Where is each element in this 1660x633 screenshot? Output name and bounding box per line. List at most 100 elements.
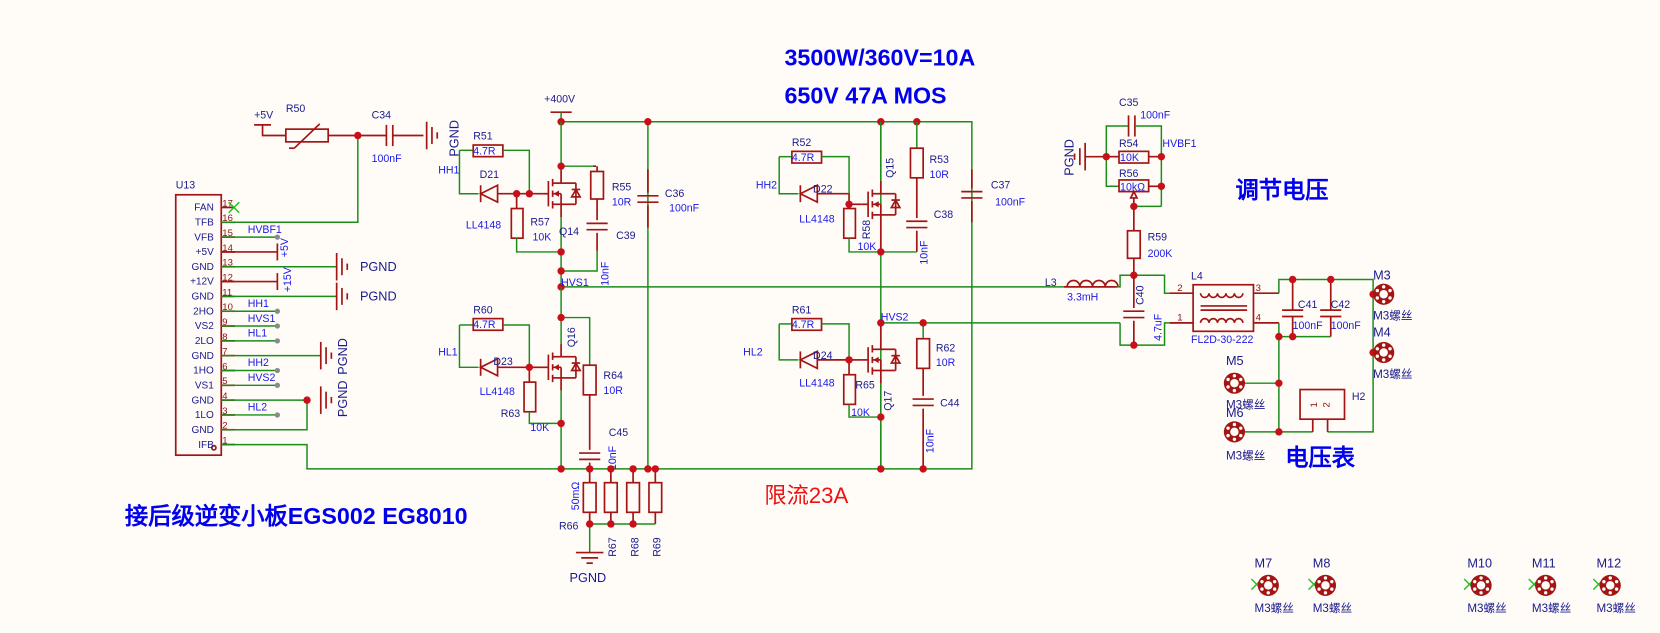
junction — [1288, 275, 1297, 284]
r68-ref: R68 — [629, 537, 641, 557]
d23-ref: D23 — [493, 356, 513, 368]
gate-drive-q16 — [458, 286, 602, 469]
r55-value: 10R — [612, 196, 632, 208]
r56-value: 10kΩ — [1120, 182, 1145, 194]
net-label-hh1-gate: HH1 — [438, 165, 459, 177]
junction — [1130, 341, 1138, 349]
junction — [1102, 152, 1111, 161]
hole-value: M3螺丝 — [1226, 399, 1265, 412]
junction — [644, 118, 652, 126]
d23-value: LL4148 — [480, 386, 515, 398]
u13-pin-number: 7 — [222, 347, 227, 358]
l4-pin-2: 2 — [1177, 283, 1182, 294]
u13-pin-number: 8 — [222, 332, 227, 343]
net-label-hh1: HH1 — [248, 298, 269, 310]
l4-pin-4: 4 — [1256, 313, 1262, 324]
c42-value: 100nF — [1331, 320, 1362, 332]
u13-pin-name: GND — [192, 351, 214, 362]
junction — [629, 465, 637, 473]
r54-ref: R54 — [1119, 138, 1139, 150]
u13-pin-number: 5 — [222, 376, 227, 387]
r60-value: 4.7R — [473, 319, 496, 331]
screw-hole-icon — [1314, 574, 1337, 596]
c45-value: 10nF — [607, 445, 619, 470]
junction — [607, 465, 615, 473]
r64-value: 10R — [603, 385, 623, 397]
c40-ref: C40 — [1134, 285, 1146, 305]
c34-ref: C34 — [372, 110, 392, 122]
hole-ref: M12 — [1596, 556, 1621, 570]
junction — [877, 465, 885, 473]
c35-ref: C35 — [1119, 97, 1139, 109]
junction — [1157, 182, 1166, 191]
u13-pin-name: 2LO — [195, 336, 214, 347]
junction — [1157, 152, 1166, 161]
junction — [585, 520, 594, 528]
u13-pin-number: 9 — [222, 317, 227, 328]
screw-hole-icon — [1599, 574, 1621, 596]
pgnd-symbol — [335, 281, 349, 311]
current-sense-resistors — [575, 468, 663, 564]
hole-value: M3螺丝 — [1373, 310, 1412, 323]
u13-pin-number: 1 — [222, 436, 227, 447]
current-limit-note: 限流23A — [764, 483, 848, 508]
u13-pin-number: 3 — [222, 406, 227, 417]
junction — [303, 396, 311, 404]
u13-pin-name: IFB — [198, 440, 214, 451]
screw-hole-icon — [1535, 574, 1557, 596]
c41-ref: C41 — [1298, 299, 1318, 311]
junction — [512, 190, 521, 198]
u13-pin-name: GND — [192, 262, 214, 273]
junction — [845, 356, 853, 364]
u13-pin-name: VFB — [194, 232, 214, 243]
hole-ref: M7 — [1255, 556, 1273, 570]
q17-ref: Q17 — [882, 391, 894, 411]
u13-pin-number: 6 — [222, 361, 227, 372]
r58-value: 10K — [858, 241, 877, 253]
d22-value: LL4148 — [799, 213, 834, 225]
u13-pin-name: 1HO — [193, 366, 214, 377]
u13-pin-number: 16 — [222, 213, 233, 224]
pgnd-symbol — [319, 341, 333, 371]
net-label-hh2: HH2 — [248, 357, 269, 369]
junction — [557, 313, 565, 322]
c35-value: 100nF — [1140, 110, 1171, 122]
power-label-400v: +400V — [544, 94, 576, 106]
u13-pin-name: +5V — [196, 247, 214, 258]
pgnd-label: PGND — [570, 571, 607, 585]
no-connect-marker — [228, 201, 240, 214]
pgnd-label: PGND — [360, 260, 397, 274]
junction — [607, 520, 615, 528]
net-label-hh2-gate: HH2 — [756, 179, 777, 191]
junction — [629, 520, 637, 528]
hv-bus-wires — [560, 112, 1121, 470]
r59-ref: R59 — [1148, 231, 1168, 243]
c39-ref: C39 — [616, 230, 636, 242]
junction — [557, 419, 565, 428]
r57-value: 10K — [533, 231, 552, 243]
pgnd-label: PGND — [1062, 139, 1076, 176]
junction — [1130, 202, 1138, 211]
capacitor-c34 — [385, 120, 439, 151]
net-label-hl2-gate: HL2 — [743, 347, 763, 359]
r69-ref: R69 — [652, 537, 664, 557]
l4-pin-3: 3 — [1256, 283, 1261, 294]
hole-value: M3螺丝 — [1373, 368, 1412, 381]
l3-ref: L3 — [1045, 277, 1057, 289]
pgnd-label: PGND — [447, 120, 461, 157]
junction — [557, 162, 565, 170]
r62-value: 10R — [936, 357, 956, 369]
d24-value: LL4148 — [799, 377, 834, 389]
